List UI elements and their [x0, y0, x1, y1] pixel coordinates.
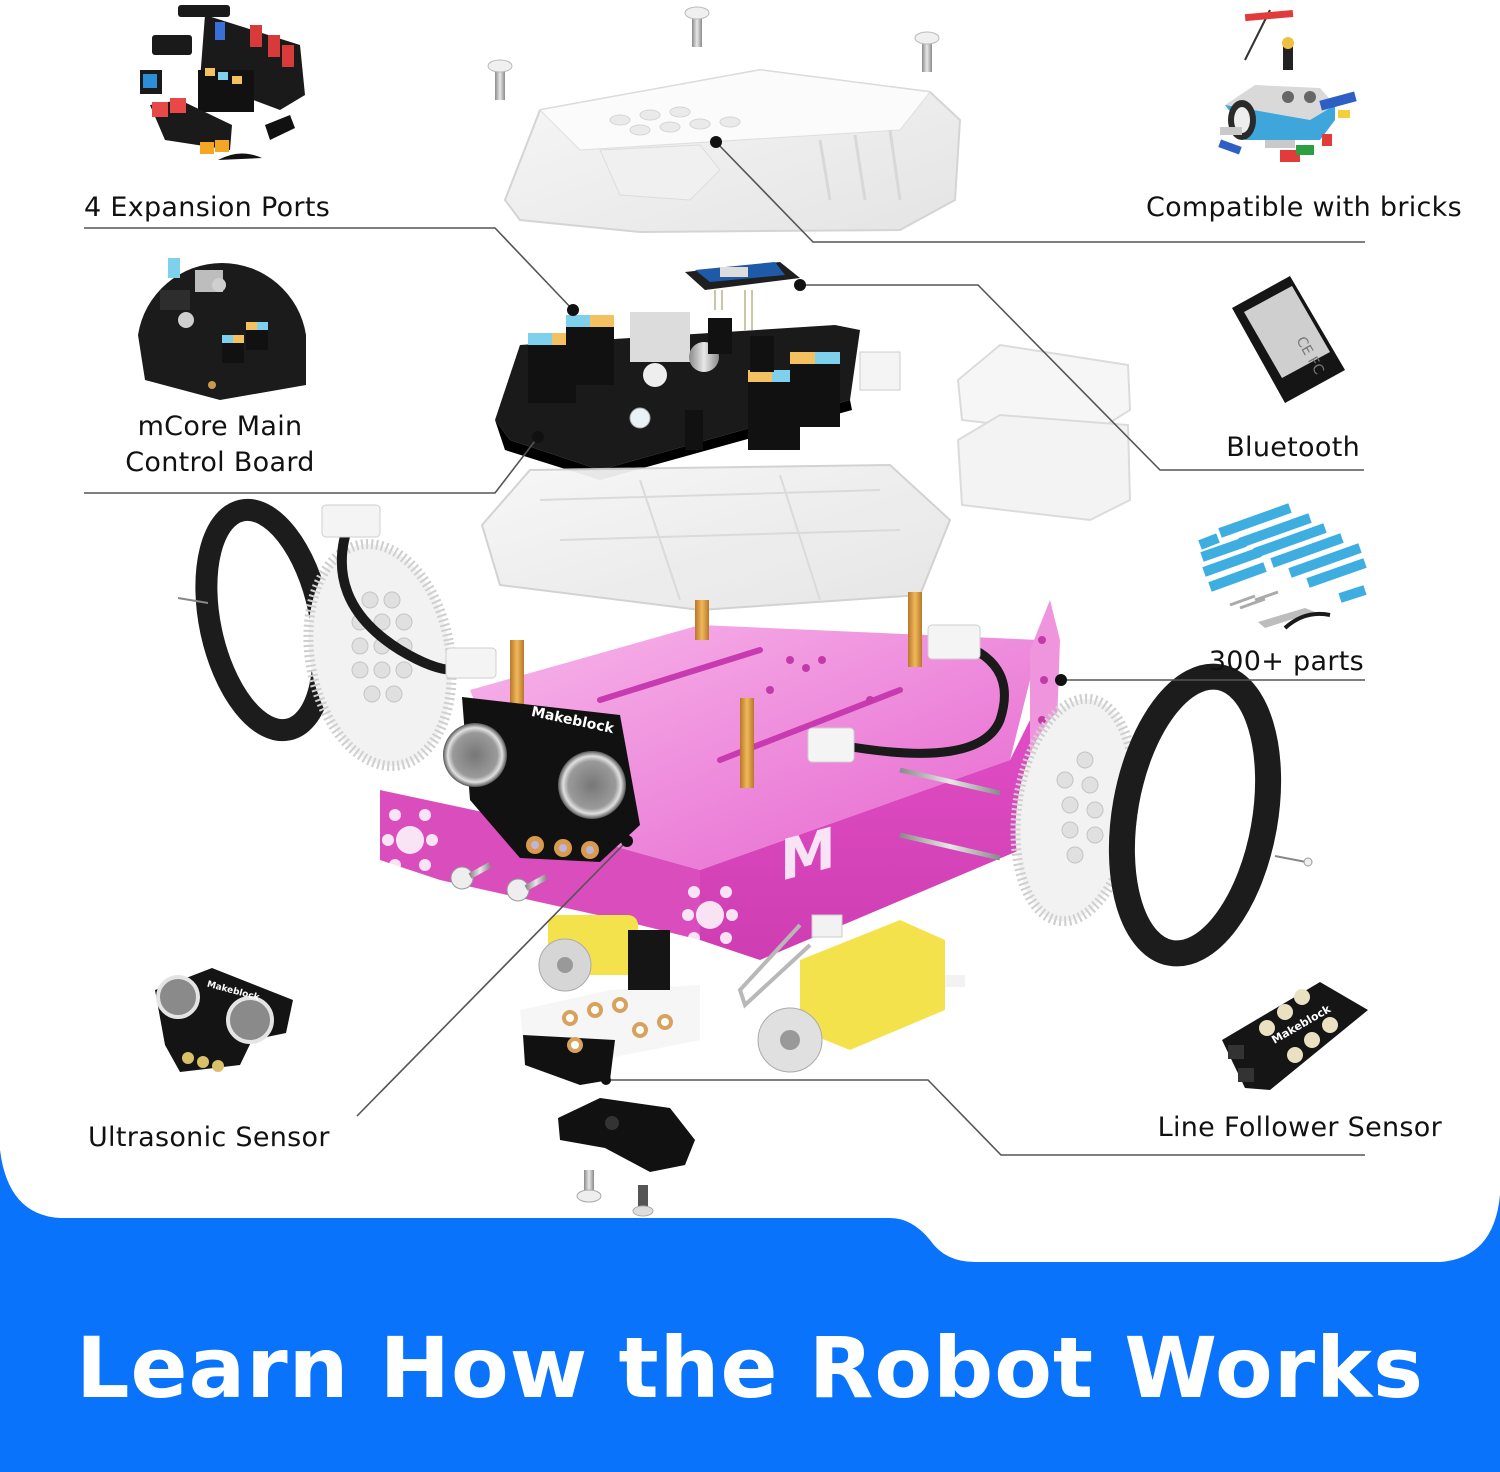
mcore-board-part	[495, 312, 901, 480]
brick-robot-icon	[1218, 9, 1357, 162]
label-expansion-ports: 4 Expansion Ports	[84, 192, 331, 223]
leader-dots	[532, 136, 1067, 1085]
label-bluetooth: Bluetooth	[1226, 432, 1360, 463]
ultrasonic-sensor-part: Makeblock	[443, 697, 640, 862]
label-mcore-line1: mCore Main	[137, 411, 303, 442]
mcore-board-icon	[138, 258, 306, 400]
aluminum-beams-icon	[1198, 503, 1367, 630]
chassis-m-logo: M	[780, 815, 836, 895]
line-follower-part	[520, 930, 700, 1085]
label-line-follower: Line Follower Sensor	[1157, 1112, 1442, 1143]
label-compatible-bricks: Compatible with bricks	[1145, 192, 1462, 223]
right-wheel-assembly	[1010, 663, 1313, 967]
label-300-parts: 300+ parts	[1208, 646, 1364, 677]
line-follower-icon: Makeblock	[1222, 982, 1368, 1090]
label-mcore-line2: Control Board	[125, 447, 315, 478]
leader-lines	[84, 141, 1365, 1156]
front-screws	[450, 862, 548, 902]
right-motor	[737, 914, 965, 1073]
banner-title: Learn How the Robot Works	[76, 1319, 1424, 1417]
caster-wheel	[558, 1098, 695, 1217]
bluetooth-module-icon: CE FC	[1232, 276, 1345, 403]
bluetooth-module-part	[685, 262, 800, 330]
expansion-modules-icon	[140, 5, 305, 160]
label-ultrasonic-sensor: Ultrasonic Sensor	[88, 1122, 330, 1153]
ultrasonic-sensor-icon: Makeblock	[155, 968, 293, 1072]
top-cover	[503, 68, 962, 234]
brass-standoffs	[510, 592, 922, 788]
left-wheel-assembly	[177, 498, 497, 771]
right-cable	[807, 624, 1009, 763]
base-plate	[480, 463, 952, 612]
left-motor	[538, 915, 638, 992]
battery-box-cover	[956, 343, 1132, 522]
